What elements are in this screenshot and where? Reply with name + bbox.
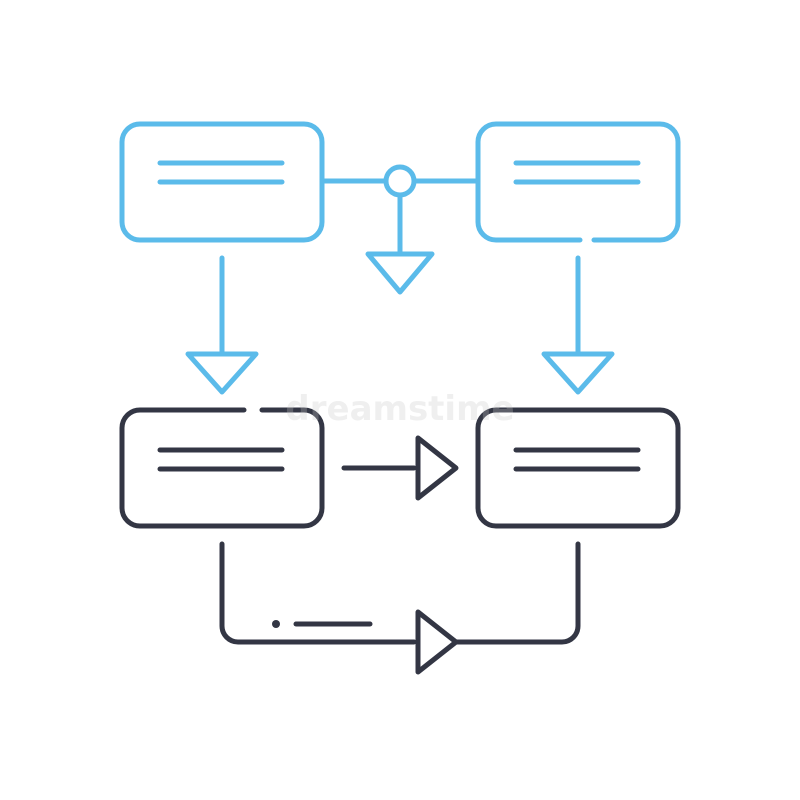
junction-circle: [383, 164, 417, 198]
bottom-arrow-head: [415, 609, 459, 675]
bottom-dark-group: [119, 407, 681, 675]
middle-right-arrow-head: [415, 435, 459, 501]
top-right-box: [475, 121, 681, 243]
bottom-right-box: [475, 407, 681, 529]
watermark-text: dreamstime: [285, 389, 514, 429]
bottom-left-box: [119, 407, 325, 529]
middle-arrow-head: [365, 251, 435, 295]
left-down-arrow-head: [185, 351, 259, 395]
top-blue-group: [119, 121, 681, 395]
bottom-loop-right: [453, 541, 581, 645]
bottom-loop-left: [219, 541, 417, 645]
right-down-arrow-head: [541, 351, 615, 395]
bottom-dot: [272, 620, 280, 628]
